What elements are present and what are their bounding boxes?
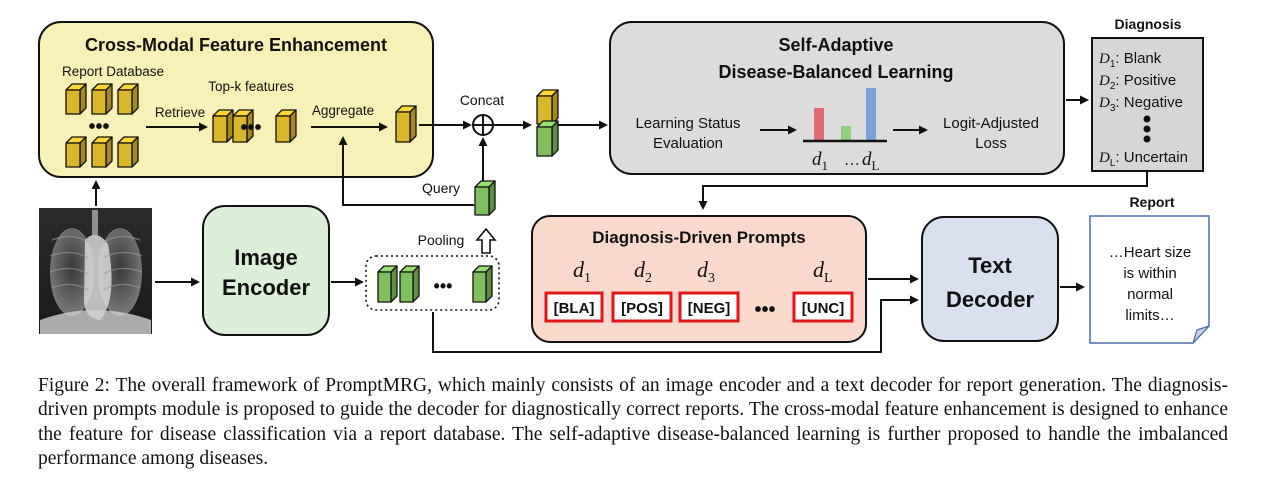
prompt-var-1: d1 xyxy=(573,257,591,286)
report-database-cubes: ••• xyxy=(65,83,139,168)
token-box-neg xyxy=(678,291,740,323)
token-box-pos xyxy=(611,291,673,323)
diagnosis-dot xyxy=(1143,135,1151,143)
loss-line2: Loss xyxy=(975,135,1007,152)
prompt-var-3: d3 xyxy=(697,257,715,286)
eval-line1: Learning Status xyxy=(635,115,740,132)
image-encoder-line1: Image xyxy=(234,245,298,270)
topk-label: Top-k features xyxy=(208,79,294,94)
patch-feature-cube xyxy=(399,265,420,303)
aggregated-feature-cube xyxy=(395,105,417,143)
figure-caption: Figure 2: The overall framework of Promp… xyxy=(38,375,1228,469)
database-feature-cube xyxy=(65,136,87,168)
token-pos: [POS] xyxy=(621,300,663,317)
database-feature-cube xyxy=(65,83,87,115)
report-line-3: normal xyxy=(1127,286,1173,303)
prompt-var-2: d2 xyxy=(634,257,652,286)
query-label: Query xyxy=(422,180,460,196)
report-title: Report xyxy=(1129,194,1174,210)
report-line-1: …Heart size xyxy=(1109,244,1192,261)
diagnosis-dot xyxy=(1143,115,1151,123)
retrieve-label: Retrieve xyxy=(155,105,205,120)
image-encoder-block: Image Encoder xyxy=(202,205,330,336)
balance-bar-chart xyxy=(803,88,887,143)
bar-d2 xyxy=(841,126,851,140)
diagnosis-item-L: DL: Uncertain xyxy=(1098,149,1188,169)
diagnosis-box: D1: Blank D2: Positive D3: Negative DL: … xyxy=(1091,37,1204,172)
token-neg: [NEG] xyxy=(688,300,731,317)
diagnosis-dot xyxy=(1143,125,1151,133)
concatenated-feature-cube xyxy=(536,89,559,157)
database-feature-cube xyxy=(117,136,139,168)
concat-symbol xyxy=(472,114,494,136)
framework-diagram: Cross-Modal Feature Enhancement Report D… xyxy=(38,16,1210,353)
topk-feature-cubes xyxy=(212,109,297,143)
features-to-decoder-arrow xyxy=(432,295,919,353)
database-ellipsis: ••• xyxy=(88,116,109,138)
query-feature-cube xyxy=(474,180,496,216)
topk-feature-cube xyxy=(232,109,254,143)
eval-line2: Evaluation xyxy=(653,135,723,152)
diagnosis-item-2: D2: Positive xyxy=(1098,72,1176,92)
query-to-aggregate-arrow xyxy=(338,136,474,206)
topk-feature-cube xyxy=(212,109,234,143)
diagnosis-item-1: D1: Blank xyxy=(1098,50,1162,70)
sadbl-title-line2: Disease-Balanced Learning xyxy=(718,62,953,82)
axis-d1: d1 xyxy=(812,149,828,173)
aggregated-feature-cube xyxy=(395,105,417,143)
sadbl-panel: Self-Adaptive Disease-Balanced Learning … xyxy=(609,21,1065,175)
concat-gold-part xyxy=(536,89,559,125)
prompts-panel: Diagnosis-Driven Prompts d1 d2 d3 dL [BL… xyxy=(531,215,867,343)
concat-label: Concat xyxy=(460,92,504,108)
bar-d1 xyxy=(814,108,824,140)
cmfe-title: Cross-Modal Feature Enhancement xyxy=(85,35,387,55)
chest-xray-image xyxy=(39,208,152,334)
patch-ellipsis: ••• xyxy=(434,276,453,296)
database-feature-cube xyxy=(91,136,113,168)
report-line-4: limits… xyxy=(1125,307,1174,324)
topk-ellipsis: ••• xyxy=(240,117,261,139)
pooling-arrow xyxy=(475,227,497,254)
concat-green-part xyxy=(536,120,559,157)
token-box-bla xyxy=(544,291,604,323)
database-feature-cube xyxy=(91,83,113,115)
axis-dots: … xyxy=(844,152,860,169)
report-database-label: Report Database xyxy=(62,64,164,79)
image-encoder-line2: Encoder xyxy=(222,275,310,300)
database-feature-cube xyxy=(117,83,139,115)
text-decoder-line1: Text xyxy=(968,253,1012,278)
text-decoder-line2: Decoder xyxy=(946,287,1034,312)
prompts-title: Diagnosis-Driven Prompts xyxy=(592,228,806,247)
text-decoder-block: Text Decoder xyxy=(921,216,1059,342)
patch-feature-cube xyxy=(472,265,493,303)
topk-feature-cube xyxy=(275,109,297,143)
query-feature-cube xyxy=(474,180,496,216)
token-ellipsis: ••• xyxy=(754,299,775,321)
diagnosis-title: Diagnosis xyxy=(1115,16,1182,32)
report-document: …Heart size is within normal limits… xyxy=(1089,215,1210,344)
cmfe-panel: Cross-Modal Feature Enhancement Report D… xyxy=(38,21,434,178)
axis-dL: dL xyxy=(862,149,880,173)
patch-feature-cubes xyxy=(377,265,493,303)
prompt-var-L: dL xyxy=(813,257,833,286)
patch-feature-cube xyxy=(377,265,398,303)
diagnosis-to-prompts-arrow xyxy=(698,172,1148,210)
token-bla: [BLA] xyxy=(554,300,595,317)
token-unc: [UNC] xyxy=(802,300,845,317)
report-line-2: is within xyxy=(1123,265,1176,282)
patch-features-box xyxy=(365,255,500,311)
bar-dL xyxy=(866,88,876,140)
loss-line1: Logit-Adjusted xyxy=(943,115,1039,132)
sadbl-title-line1: Self-Adaptive xyxy=(778,35,893,55)
aggregate-label: Aggregate xyxy=(312,103,374,118)
token-box-unc xyxy=(792,291,854,323)
pooling-label: Pooling xyxy=(418,232,465,248)
diagnosis-item-3: D3: Negative xyxy=(1098,94,1183,114)
